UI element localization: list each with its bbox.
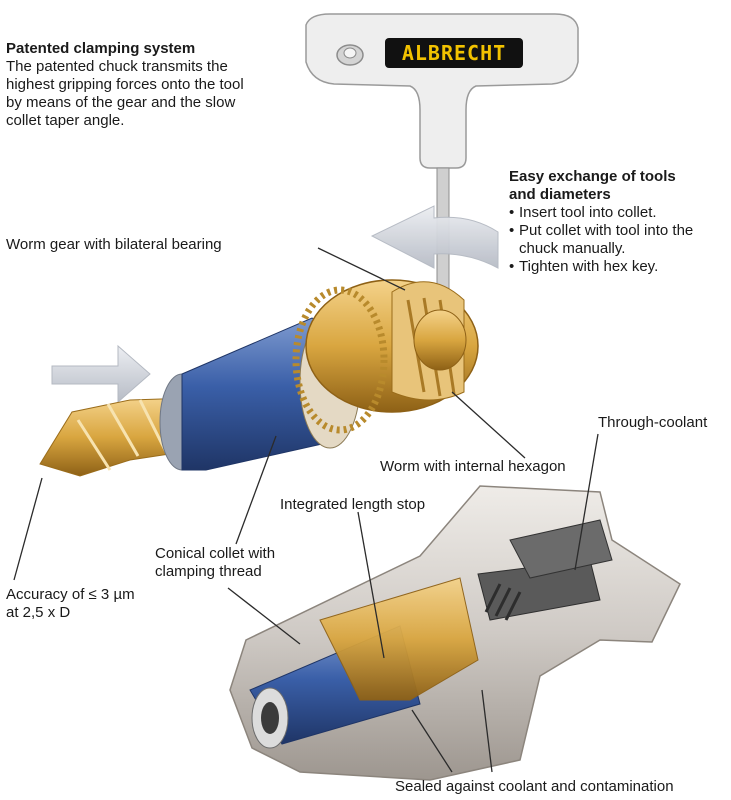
brand-logo: ALBRECHT (385, 38, 523, 68)
exchange-block: Easy exchange of tools and diameters Ins… (509, 168, 729, 276)
exchange-title-line: and diameters (509, 186, 611, 203)
intro-line: collet taper angle. (6, 112, 125, 129)
exchange-bullet-text: Put collet with tool into the (519, 222, 694, 239)
exchange-bullet: Tighten with hex key. (509, 258, 729, 276)
label-through-coolant: Through-coolant (598, 414, 708, 431)
exchange-bullet: Insert tool into collet. (509, 204, 729, 222)
label-worm-hexagon: Worm with internal hexagon (380, 458, 566, 475)
exchange-bullets: Insert tool into collet. Put collet with… (509, 204, 729, 276)
exchange-title-line: Easy exchange of tools (509, 168, 676, 185)
chuck-cutaway (229, 485, 681, 781)
leader-lines (13, 247, 599, 773)
intro-line: by means of the gear and the slow (6, 94, 236, 111)
label-collet: Conical collet with clamping thread (155, 545, 275, 581)
exchange-bullet-continuation: chuck manually. (519, 240, 626, 257)
label-accuracy-line: at 2,5 x D (6, 604, 71, 621)
rotation-arrow-icon (370, 205, 499, 269)
label-length-stop: Integrated length stop (280, 496, 426, 513)
worm-gear (292, 279, 479, 434)
label-sealed: Sealed against coolant and contamination (395, 778, 674, 795)
intro-line: highest gripping forces onto the tool (6, 76, 244, 93)
drill-bit (39, 397, 197, 477)
label-worm-gear: Worm gear with bilateral bearing (6, 236, 222, 253)
label-collet-line: clamping thread (155, 563, 262, 580)
label-accuracy-line: Accuracy of ≤ 3 µm (6, 586, 135, 603)
label-accuracy: Accuracy of ≤ 3 µm at 2,5 x D (6, 586, 135, 622)
insert-arrow-icon (51, 344, 151, 404)
intro-line: The patented chuck transmits the (6, 58, 228, 75)
intro-title: Patented clamping system (6, 40, 196, 57)
label-collet-line: Conical collet with (155, 545, 276, 562)
intro-block: Patented clamping system The patented ch… (6, 40, 244, 130)
